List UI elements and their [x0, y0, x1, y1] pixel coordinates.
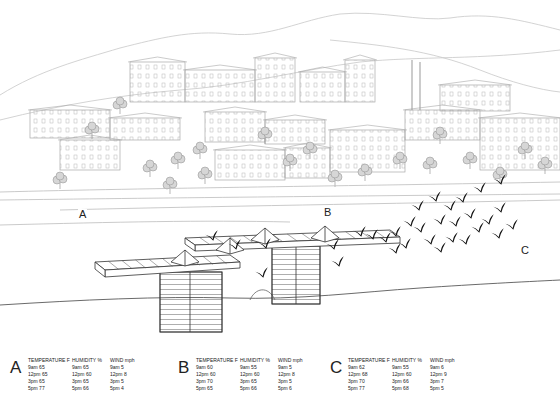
table-header: HUMIDITY %	[72, 358, 102, 363]
pavilion-structure	[95, 226, 400, 332]
swallow	[413, 222, 428, 234]
table-section-letter: A	[10, 359, 21, 376]
table-cell: 12pm 60	[392, 372, 411, 377]
swallow	[458, 234, 473, 246]
table-header: TEMPERATURE F	[348, 358, 390, 363]
table-cell: 12pm 8	[110, 372, 127, 377]
swallow	[473, 182, 488, 194]
table-header: WIND mph	[278, 358, 302, 363]
swallow	[255, 267, 270, 279]
table-cell: 3pm 70	[196, 379, 213, 384]
table-cell: 9am 65	[28, 365, 45, 370]
table-cell: 5pm 6	[278, 386, 292, 391]
swallow	[228, 239, 243, 251]
swallow	[433, 242, 448, 254]
table-cell: 9am 5	[278, 365, 292, 370]
table-cell: 9am 60	[196, 365, 213, 370]
table-cell: 3pm 66	[392, 379, 409, 384]
swallow	[455, 192, 470, 204]
table-cell: 3pm 70	[348, 379, 365, 384]
swallow	[365, 229, 380, 241]
swallow	[403, 216, 418, 228]
table-cell: 12pm 68	[348, 372, 367, 377]
table-cell: 5pm 65	[196, 386, 213, 391]
swallow	[471, 222, 486, 234]
table-cell: 9am 62	[348, 365, 365, 370]
table-cell: 12pm 65	[28, 372, 47, 377]
swallow	[493, 174, 508, 186]
swallow	[505, 219, 520, 231]
swallow	[258, 238, 273, 250]
table-cell: 12pm 60	[240, 372, 259, 377]
table-cell: 12pm 60	[72, 372, 91, 377]
swallow	[411, 200, 426, 212]
table-cell: 5pm 66	[72, 386, 89, 391]
swallow	[428, 191, 443, 203]
hill-outline	[0, 13, 560, 120]
swallow	[353, 226, 368, 238]
swallow	[445, 232, 460, 244]
table-header: TEMPERATURE F	[28, 358, 70, 363]
table-cell: 9am 65	[72, 365, 89, 370]
table-cell: 3pm 65	[72, 379, 89, 384]
swallow	[443, 200, 458, 212]
table-cell: 5pm 5	[430, 386, 444, 391]
table-cell: 12pm 8	[278, 372, 295, 377]
view-point-letter: C	[520, 245, 530, 256]
swallow	[433, 214, 448, 226]
swallow	[448, 216, 463, 228]
building-blocks	[28, 53, 560, 180]
swallow	[205, 230, 220, 242]
table-header: WIND mph	[110, 358, 134, 363]
table-header: HUMIDITY %	[240, 358, 270, 363]
table-cell: 3pm 65	[28, 379, 45, 384]
swallow	[326, 239, 341, 251]
table-cell: 9am 55	[240, 365, 257, 370]
road-lines	[0, 182, 560, 225]
table-cell: 12pm 9	[430, 372, 447, 377]
table-cell: 9am 5	[110, 365, 124, 370]
swallow	[491, 228, 506, 240]
table-cell: 3pm 5	[110, 379, 124, 384]
table-cell: 12pm 60	[196, 372, 215, 377]
table-cell: 5pm 4	[110, 386, 124, 391]
table-header: HUMIDITY %	[392, 358, 422, 363]
table-cell: 5pm 68	[392, 386, 409, 391]
table-cell: 9am 6	[430, 365, 444, 370]
swallow	[388, 243, 403, 255]
view-point-letter: B	[323, 207, 332, 218]
swallow	[388, 226, 403, 238]
table-cell: 9am 55	[392, 365, 409, 370]
view-point-letter: A	[78, 209, 87, 220]
table-cell: 3pm 65	[240, 379, 257, 384]
table-cell: 5pm 77	[28, 386, 45, 391]
table-header: WIND mph	[430, 358, 454, 363]
swallow-flock	[205, 174, 520, 279]
table-cell: 5pm 77	[348, 386, 365, 391]
swallow	[378, 232, 393, 244]
swallow	[331, 256, 346, 268]
table-section-letter: B	[178, 359, 189, 376]
table-section-letter: C	[330, 359, 342, 376]
swallow	[423, 234, 438, 246]
table-cell: 3pm 5	[278, 379, 292, 384]
table-header: TEMPERATURE F	[196, 358, 238, 363]
trees	[53, 97, 552, 194]
table-cell: 5pm 66	[240, 386, 257, 391]
swallow	[398, 238, 413, 250]
swallow	[463, 208, 478, 220]
swallow	[481, 214, 496, 226]
table-cell: 3pm 7	[430, 379, 444, 384]
swallow	[493, 202, 508, 214]
